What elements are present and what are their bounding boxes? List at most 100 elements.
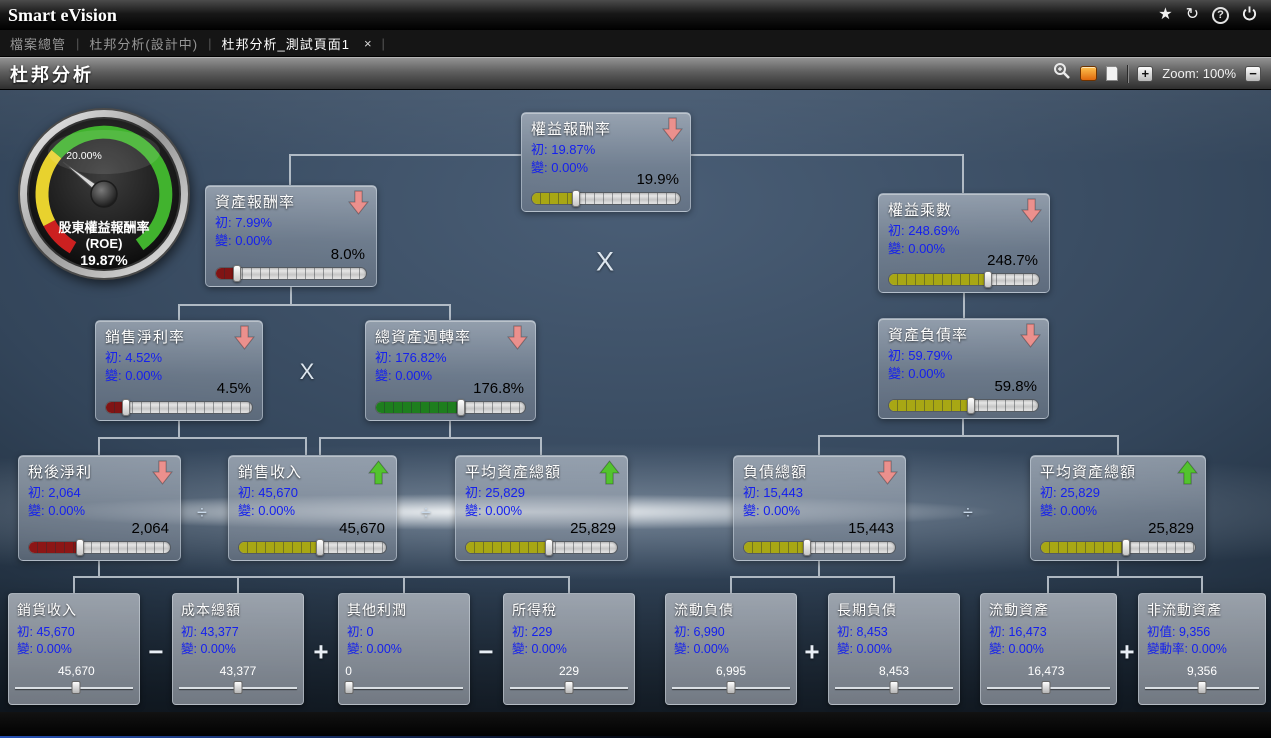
export-ppt-icon[interactable] bbox=[1080, 66, 1098, 81]
operator-divide: ÷ bbox=[421, 502, 431, 523]
zoom-in-button[interactable]: + bbox=[1137, 65, 1154, 82]
kpi-current-value: 2,064 bbox=[131, 520, 169, 537]
card-change-value: 變: 0.00% bbox=[347, 642, 402, 656]
kpi-bar-fill bbox=[29, 539, 84, 556]
kpi-bar-ticks bbox=[1041, 542, 1195, 553]
value-slider[interactable]: 16,473 bbox=[987, 664, 1110, 698]
tab-close-icon[interactable]: × bbox=[363, 35, 372, 51]
kpi-card-net-profit-after-tax[interactable]: 稅後淨利 初: 2,064 變: 0.00% 2,064 bbox=[18, 455, 181, 561]
gauge-hub bbox=[90, 180, 118, 208]
card-income-tax[interactable]: 所得稅 初: 229 變: 0.00% 229 bbox=[503, 593, 635, 705]
magnifier-zoom-icon[interactable] bbox=[1053, 62, 1071, 85]
value-slider[interactable]: 229 bbox=[510, 664, 628, 698]
card-long-term-liabilities[interactable]: 長期負債 初: 8,453 變: 0.00% 8,453 bbox=[828, 593, 960, 705]
kpi-card-debt-ratio[interactable]: 資產負債率 初: 59.79% 變: 0.00% 59.8% bbox=[878, 318, 1049, 419]
new-page-icon[interactable] bbox=[1106, 66, 1119, 81]
kpi-card-total-liabilities[interactable]: 負債總額 初: 15,443 變: 0.00% 15,443 bbox=[733, 455, 906, 561]
value-slider[interactable]: 9,356 bbox=[1145, 664, 1259, 698]
slider-handle[interactable] bbox=[889, 681, 899, 694]
slider-handle[interactable] bbox=[1041, 681, 1051, 694]
kpi-progress-bar[interactable] bbox=[375, 399, 526, 416]
kpi-title: 稅後淨利 bbox=[28, 464, 93, 481]
kpi-progress-bar[interactable] bbox=[888, 271, 1040, 288]
card-title: 流動負債 bbox=[674, 602, 734, 618]
zoom-out-button[interactable]: − bbox=[1245, 65, 1261, 82]
card-total-cost[interactable]: 成本總額 初: 43,377 變: 0.00% 43,377 bbox=[172, 593, 304, 705]
value-slider[interactable]: 45,670 bbox=[15, 664, 133, 698]
slider-handle[interactable] bbox=[71, 681, 81, 694]
kpi-progress-bar[interactable] bbox=[888, 397, 1039, 414]
kpi-card-net-profit-margin[interactable]: 銷售淨利率 初: 4.52% 變: 0.00% 4.5% bbox=[95, 320, 263, 421]
kpi-bar-ticks bbox=[29, 542, 170, 553]
slider-handle[interactable] bbox=[572, 190, 581, 207]
kpi-progress-bar[interactable] bbox=[238, 539, 387, 556]
menu-item-dupont-design[interactable]: 杜邦分析(設計中) bbox=[89, 36, 199, 52]
kpi-bar-fill bbox=[889, 271, 992, 288]
dupont-analysis-canvas: 20.00% 股東權益報酬率 (ROE) 19.87% 權益報酬率 初: 19.… bbox=[0, 90, 1271, 712]
kpi-progress-bar[interactable] bbox=[465, 539, 618, 556]
value-slider[interactable]: 8,453 bbox=[835, 664, 953, 698]
operator-multiply: X bbox=[595, 246, 615, 277]
kpi-card-return-on-assets[interactable]: 資產報酬率 初: 7.99% 變: 0.00% 8.0% bbox=[205, 185, 377, 287]
value-slider[interactable]: 6,995 bbox=[672, 664, 790, 698]
slider-handle[interactable] bbox=[75, 539, 84, 556]
help-icon[interactable]: ? bbox=[1212, 6, 1229, 24]
slider-handle[interactable] bbox=[315, 539, 324, 556]
slider-handle[interactable] bbox=[233, 681, 243, 694]
slider-handle[interactable] bbox=[233, 265, 241, 282]
power-icon[interactable] bbox=[1242, 5, 1257, 25]
operator-plus: + bbox=[804, 636, 820, 667]
trend-arrow-icon bbox=[1020, 323, 1041, 348]
card-change-value: 變: 0.00% bbox=[674, 642, 729, 656]
slider-handle[interactable] bbox=[726, 681, 736, 694]
kpi-progress-bar[interactable] bbox=[215, 265, 367, 282]
kpi-card-avg-total-assets-left[interactable]: 平均資產總額 初: 25,829 變: 0.00% 25,829 bbox=[455, 455, 628, 561]
kpi-card-total-asset-turnover[interactable]: 總資產週轉率 初: 176.82% 變: 0.00% 176.8% bbox=[365, 320, 536, 421]
card-current-assets[interactable]: 流動資產 初: 16,473 變: 0.00% 16,473 bbox=[980, 593, 1117, 705]
kpi-progress-bar[interactable] bbox=[1040, 539, 1196, 556]
slider-handle[interactable] bbox=[984, 271, 992, 288]
kpi-current-value: 19.9% bbox=[636, 171, 679, 188]
slider-handle[interactable] bbox=[122, 399, 131, 416]
slider-handle[interactable] bbox=[1121, 539, 1130, 556]
kpi-title: 銷售淨利率 bbox=[105, 329, 186, 346]
slider-handle[interactable] bbox=[456, 399, 465, 416]
kpi-card-avg-total-assets-right[interactable]: 平均資產總額 初: 25,829 變: 0.00% 25,829 bbox=[1030, 455, 1206, 561]
card-title: 所得稅 bbox=[512, 602, 557, 618]
slider-handle[interactable] bbox=[1197, 681, 1207, 694]
kpi-bar-fill bbox=[106, 399, 131, 416]
kpi-card-return-on-equity[interactable]: 權益報酬率 初: 19.87% 變: 0.00% 19.9% bbox=[521, 112, 691, 212]
tab-dupont-test-page[interactable]: 杜邦分析_測試頁面1 bbox=[221, 36, 350, 52]
kpi-change-value: 變: 0.00% bbox=[888, 366, 946, 381]
slider-handle[interactable] bbox=[966, 397, 975, 414]
value-slider[interactable]: 43,377 bbox=[179, 664, 297, 698]
favorite-star-icon[interactable]: ★ bbox=[1158, 6, 1173, 23]
menu-item-file-explorer[interactable]: 檔案總管 bbox=[10, 36, 67, 52]
kpi-card-sales-revenue[interactable]: 銷售收入 初: 45,670 變: 0.00% 45,670 bbox=[228, 455, 397, 561]
card-other-profit[interactable]: 其他利潤 初: 0 變: 0.00% 0 bbox=[338, 593, 470, 705]
menu-tab-bar: 檔案總管 | 杜邦分析(設計中) | 杜邦分析_測試頁面1 × | bbox=[0, 30, 1271, 57]
card-non-current-assets[interactable]: 非流動資產 初值: 9,356 變動率: 0.00% 9,356 bbox=[1138, 593, 1266, 705]
refresh-icon[interactable]: ↻ bbox=[1185, 6, 1199, 23]
card-sales-revenue-detail[interactable]: 銷貨收入 初: 45,670 變: 0.00% 45,670 bbox=[8, 593, 140, 705]
slider-handle[interactable] bbox=[545, 539, 554, 556]
operator-multiply: X bbox=[299, 359, 315, 384]
kpi-progress-bar[interactable] bbox=[28, 539, 171, 556]
slider-handle[interactable] bbox=[564, 681, 574, 694]
kpi-progress-bar[interactable] bbox=[105, 399, 253, 416]
page-title-bar: 杜邦分析 + Zoom: 100% − bbox=[0, 57, 1271, 90]
kpi-current-value: 25,829 bbox=[1148, 520, 1194, 537]
kpi-card-equity-multiplier[interactable]: 權益乘數 初: 248.69% 變: 0.00% 248.7% bbox=[878, 193, 1050, 293]
kpi-current-value: 25,829 bbox=[570, 520, 616, 537]
bottom-bar bbox=[0, 712, 1271, 738]
value-slider[interactable]: 0 bbox=[344, 664, 463, 698]
slider-handle[interactable] bbox=[803, 539, 812, 556]
card-change-value: 變: 0.00% bbox=[512, 642, 567, 656]
slider-handle[interactable] bbox=[344, 681, 354, 694]
slider-value: 229 bbox=[558, 664, 580, 678]
card-current-liabilities[interactable]: 流動負債 初: 6,990 變: 0.00% 6,995 bbox=[665, 593, 797, 705]
kpi-progress-bar[interactable] bbox=[743, 539, 896, 556]
kpi-progress-bar[interactable] bbox=[531, 190, 681, 207]
slider-track[interactable] bbox=[345, 687, 463, 689]
gauge-target-label: 20.00% bbox=[66, 150, 102, 162]
